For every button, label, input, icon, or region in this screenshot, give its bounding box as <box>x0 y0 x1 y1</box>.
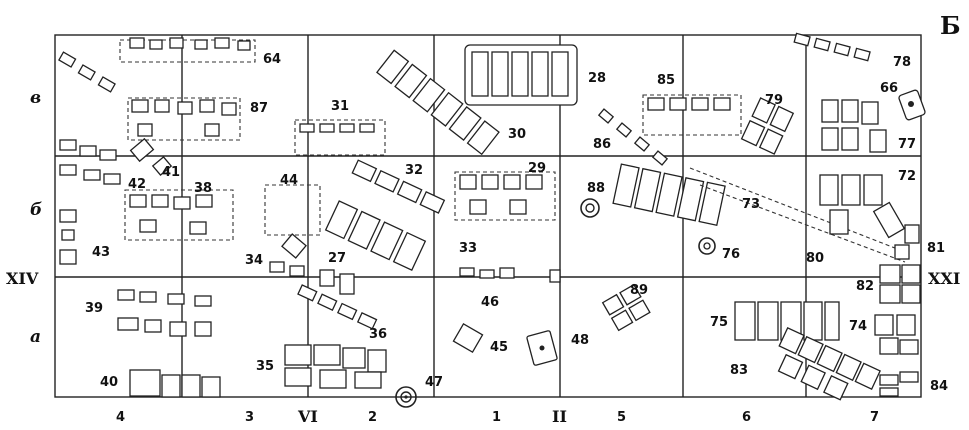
feature-label: 88 <box>587 181 605 196</box>
wall-outline <box>642 94 742 136</box>
feature-label: 81 <box>927 241 945 256</box>
feature-label: 30 <box>508 127 526 142</box>
wall-outline <box>699 184 906 263</box>
structure-45 <box>452 322 484 354</box>
feature-label: 77 <box>898 137 916 152</box>
feature-label: 73 <box>742 197 760 212</box>
feature-label: 38 <box>194 181 212 196</box>
col-label: 5 <box>617 410 626 425</box>
feature-label: 43 <box>92 245 110 260</box>
feature-label: 41 <box>162 165 180 180</box>
feature-label: 89 <box>630 283 648 298</box>
figure-letter: Б <box>940 11 961 40</box>
feature-label: 33 <box>459 241 477 256</box>
feature-label: 28 <box>588 71 606 86</box>
feature-label: 47 <box>425 375 443 390</box>
feature-label: 74 <box>849 319 867 334</box>
feature-label: 80 <box>806 251 824 266</box>
feature-label: 85 <box>657 73 675 88</box>
feature-label: 87 <box>250 101 268 116</box>
feature-label: 78 <box>893 55 911 70</box>
feature-label: 35 <box>256 359 274 374</box>
wall-outline <box>119 39 256 63</box>
row-label: в <box>30 88 41 108</box>
feature-label: 40 <box>100 375 118 390</box>
feature-label: 76 <box>722 247 740 262</box>
col-label: 7 <box>870 410 879 425</box>
col-label: 6 <box>742 410 751 425</box>
feature-label: 27 <box>328 251 346 266</box>
grid-frame <box>54 34 922 398</box>
feature-label: 29 <box>528 161 546 176</box>
col-label: 1 <box>492 410 501 425</box>
axis-marker-left: XIV <box>6 269 39 288</box>
feature-label: 79 <box>765 93 783 108</box>
col-label: II <box>552 407 567 426</box>
axis-marker-right: XXI <box>928 269 960 288</box>
feature-label: 39 <box>85 301 103 316</box>
wall-outline <box>127 97 241 141</box>
wall-outline <box>124 189 234 241</box>
feature-88-ring <box>580 198 600 218</box>
feature-label: 83 <box>730 363 748 378</box>
col-label: 2 <box>368 410 377 425</box>
col-label: 4 <box>116 410 125 425</box>
feature-label: 46 <box>481 295 499 310</box>
feature-label: 72 <box>898 169 916 184</box>
feature-47-ring <box>395 386 417 408</box>
feature-label: 32 <box>405 163 423 178</box>
row-label: б <box>30 200 42 220</box>
feature-label: 66 <box>880 81 898 96</box>
structures <box>58 32 926 408</box>
feature-label: 45 <box>490 340 508 355</box>
wall-outline <box>294 119 386 156</box>
feature-label: 42 <box>128 177 146 192</box>
col-label: 3 <box>245 410 254 425</box>
feature-label: 86 <box>593 137 611 152</box>
feature-label: 36 <box>369 327 387 342</box>
feature-label: 34 <box>245 253 263 268</box>
wall-outline <box>264 184 321 236</box>
feature-76-ring <box>698 237 716 255</box>
row-label: а <box>30 327 41 347</box>
feature-label: 64 <box>263 52 281 67</box>
feature-label: 31 <box>331 99 349 114</box>
feature-label: 82 <box>856 279 874 294</box>
feature-labels: 64 28 85 78 66 87 31 30 79 77 86 29 88 7… <box>85 52 948 394</box>
feature-label: 75 <box>710 315 728 330</box>
feature-label: 44 <box>280 173 298 188</box>
feature-label: 84 <box>930 379 948 394</box>
wall-outline <box>689 167 901 251</box>
col-label: VI <box>297 407 318 426</box>
wall-outline <box>454 171 556 221</box>
feature-label: 48 <box>571 333 589 348</box>
